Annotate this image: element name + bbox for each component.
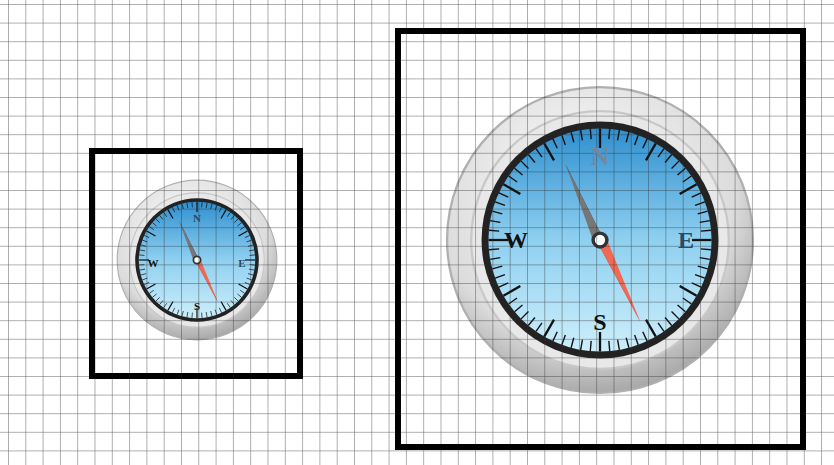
- compass-direction-letter: W: [148, 258, 159, 269]
- compass-direction-letter: S: [194, 301, 200, 312]
- compass-direction-letter: W: [504, 228, 528, 252]
- compass-direction-letter: S: [593, 310, 606, 334]
- compass-direction-letter: E: [238, 258, 245, 269]
- compass-direction-letter: N: [193, 213, 201, 224]
- compass-direction-letter: E: [678, 228, 694, 252]
- compass-direction-letter: N: [591, 144, 610, 170]
